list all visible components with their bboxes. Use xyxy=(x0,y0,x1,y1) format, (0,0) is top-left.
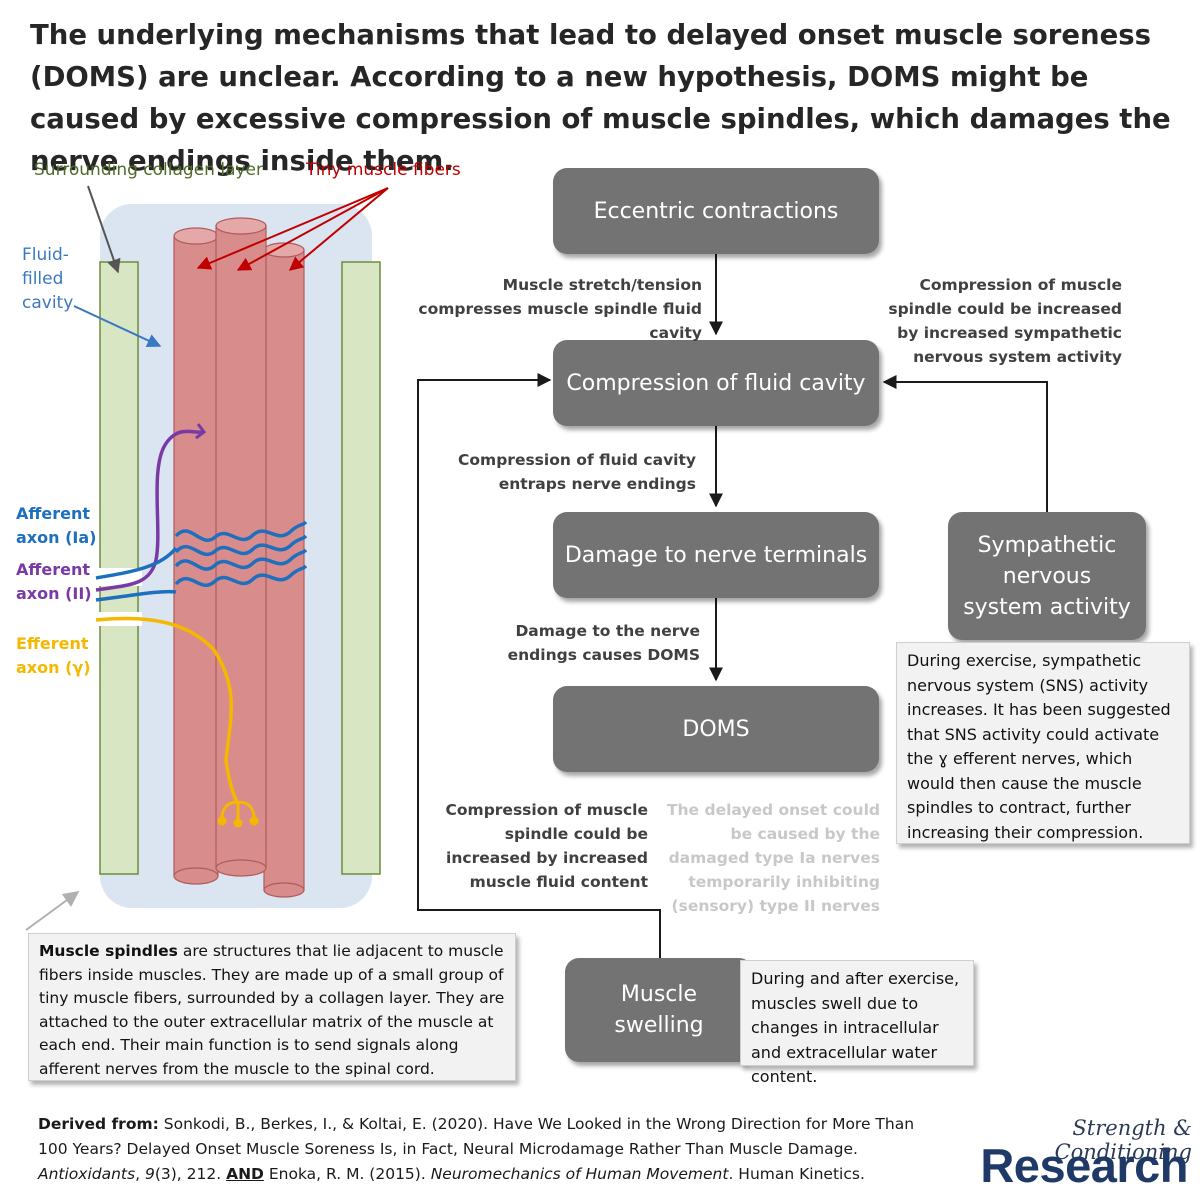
efferent-axon xyxy=(95,616,240,805)
brand-logo-line1: Strength & Conditioning xyxy=(1054,1116,1192,1164)
reference-2-title: Neuromechanics of Human Movement xyxy=(430,1165,729,1183)
reference-1-volume: 9 xyxy=(144,1165,155,1183)
nerve-damage-box: Damage to nerve terminals xyxy=(553,512,879,598)
spindle-description: Muscle spindles are structures that lie … xyxy=(28,933,516,1081)
reference-1-pages: (3), 212. xyxy=(154,1165,227,1183)
and-label: AND xyxy=(226,1165,264,1183)
collagen-layer-right xyxy=(341,261,381,875)
eccentric-contractions-box: Eccentric contractions xyxy=(553,168,879,254)
references: Derived from: Sonkodi, B., Berkes, I., &… xyxy=(38,1112,938,1187)
afferent-ia-label: Afferent axon (Ia) xyxy=(16,504,97,547)
afferent-ii-label: Afferent axon (II) xyxy=(16,560,92,603)
afferent-axon-ia xyxy=(95,520,308,602)
spindle-description-text: are structures that lie adjacent to musc… xyxy=(39,942,505,1078)
reference-1-comma: , xyxy=(135,1165,145,1183)
muscle-swelling-box: Muscle swelling xyxy=(565,958,753,1062)
label-entraps: Compression of fluid cavity entraps nerv… xyxy=(458,451,696,493)
label-delayed-onset: The delayed onset could be caused by the… xyxy=(666,801,880,915)
swelling-note: During and after exercise, muscles swell… xyxy=(740,960,974,1086)
reference-1: Sonkodi, B., Berkes, I., & Koltai, E. (2… xyxy=(38,1115,915,1158)
brand-logo-line2: Research xyxy=(980,1139,1188,1192)
reference-2-publisher: . Human Kinetics. xyxy=(728,1165,865,1183)
afferent-axon-ii xyxy=(95,429,204,592)
reference-1-journal: Antioxidants xyxy=(38,1165,136,1183)
derived-from-label: Derived from: xyxy=(38,1115,159,1133)
page-title: The underlying mechanisms that lead to d… xyxy=(30,19,1171,177)
compression-box: Compression of fluid cavity xyxy=(553,340,879,426)
sns-box: Sympathetic nervous system activity xyxy=(948,512,1146,640)
fibers-label: Tiny muscle fibers xyxy=(306,160,461,180)
collagen-label: Surrounding collagen layer xyxy=(34,160,263,180)
label-damage: Damage to the nerve endings causes DOMS xyxy=(507,622,700,664)
doms-box: DOMS xyxy=(553,686,879,772)
cavity-label: Fluid- filled cavity xyxy=(22,245,74,313)
reference-2: Enoka, R. M. (2015). xyxy=(263,1165,431,1183)
efferent-label: Efferent axon (γ) xyxy=(16,634,91,677)
label-fluid: Compression of muscle spindle could be i… xyxy=(445,801,648,891)
muscle-fiber-1 xyxy=(173,227,219,885)
label-stretch: Muscle stretch/tension compresses muscle… xyxy=(418,276,702,342)
label-sns: Compression of muscle spindle could be i… xyxy=(888,276,1122,366)
spindle-description-bold: Muscle spindles xyxy=(39,942,178,960)
sns-note: During exercise, sympathetic nervous sys… xyxy=(896,642,1190,844)
